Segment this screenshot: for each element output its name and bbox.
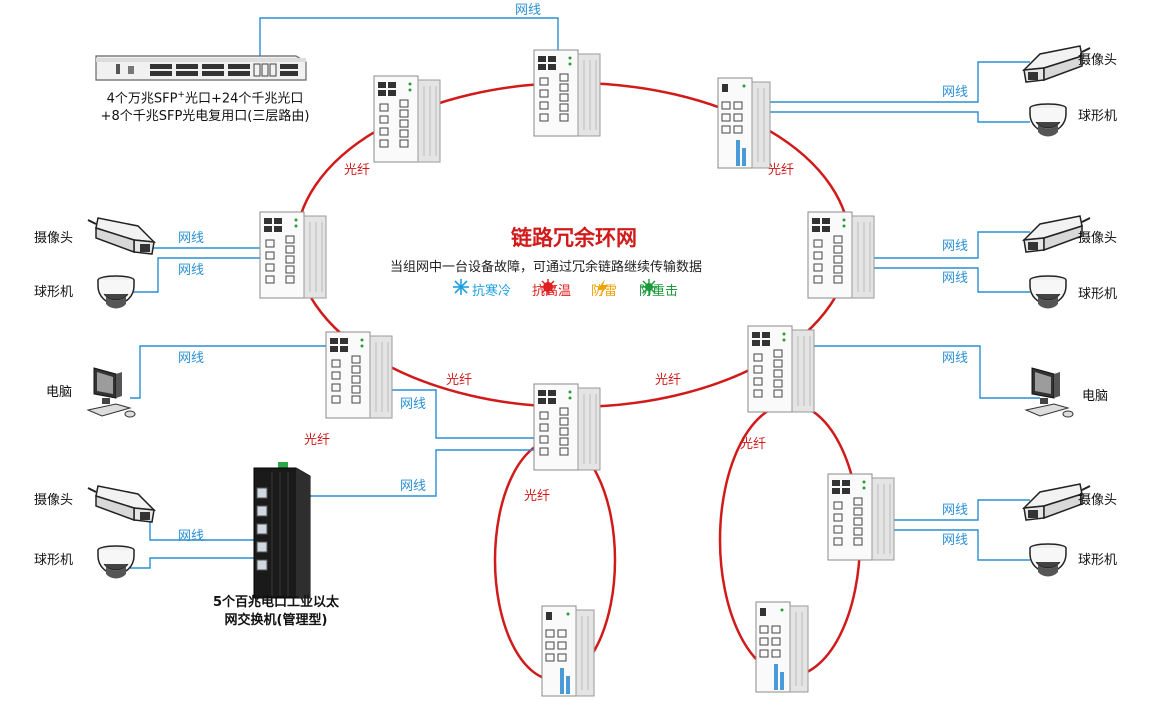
network-label: 网线	[942, 85, 969, 100]
sun-icon	[540, 279, 556, 295]
camera-icon	[87, 485, 155, 523]
fiber-label: 光纤	[446, 373, 473, 388]
feature-lightning: 防雷	[591, 284, 618, 299]
switch-top-left	[373, 75, 441, 163]
network-label: 网线	[178, 529, 205, 544]
network-lines	[100, 17, 1040, 569]
pc-icon	[1025, 367, 1074, 418]
network-label: 网线	[515, 3, 542, 18]
camera-label: 摄像头	[1078, 231, 1118, 246]
switch-bottom-right	[755, 601, 809, 693]
fiber-label: 光纤	[344, 163, 371, 178]
impact-icon	[641, 279, 657, 295]
pc-label: 电脑	[1082, 389, 1109, 404]
feature-cold: 抗寒冷	[472, 284, 512, 299]
dome-camera-icon	[97, 275, 135, 310]
managed-switch-caption: 5个百兆电口工业以太 网交换机(管理型)	[212, 595, 340, 628]
fiber-label: 光纤	[740, 437, 767, 452]
dome-label: 球形机	[1078, 553, 1118, 568]
dome-camera-icon	[97, 545, 135, 580]
fiber-label: 光纤	[304, 433, 331, 448]
managed-switch	[253, 462, 311, 599]
camera-label: 摄像头	[1078, 53, 1118, 68]
network-label: 网线	[178, 351, 205, 366]
switch-left	[259, 211, 327, 299]
network-label: 网线	[942, 533, 969, 548]
feature-heat: 抗高温	[532, 284, 572, 299]
camera-icon	[87, 217, 155, 255]
switch-center-bottom	[533, 383, 601, 471]
network-label: 网线	[942, 351, 969, 366]
feature-row: 抗寒冷 抗高温 防雷 防重击	[472, 280, 678, 299]
lightning-icon	[598, 279, 608, 297]
switch-top-right	[717, 77, 771, 169]
network-label: 网线	[400, 479, 427, 494]
dome-camera-icon	[1029, 275, 1067, 310]
dome-camera-icon	[1029, 543, 1067, 578]
pc-label: 电脑	[46, 385, 73, 400]
pc-icon	[87, 367, 136, 418]
core-switch-caption: 4个万兆SFP+光口+24个千兆光口 +8个千兆SFP光电复用口(三层路由)	[100, 90, 310, 125]
network-label: 网线	[178, 231, 205, 246]
switch-bottom-left	[541, 605, 595, 697]
camera-label: 摄像头	[34, 231, 74, 246]
fiber-label: 光纤	[524, 489, 551, 504]
dome-label: 球形机	[34, 285, 74, 300]
diagram-subtitle: 当组网中一台设备故障，可通过冗余链路继续传输数据	[390, 260, 703, 275]
switch-right	[807, 211, 875, 299]
network-label: 网线	[942, 239, 969, 254]
switch-top-center	[533, 49, 601, 137]
core-rack-switch	[95, 55, 307, 81]
dome-label: 球形机	[1078, 287, 1118, 302]
camera-label: 摄像头	[1078, 493, 1118, 508]
switch-mid-right	[747, 325, 815, 413]
camera-label: 摄像头	[34, 493, 74, 508]
dome-label: 球形机	[34, 553, 74, 568]
switch-lower-right	[827, 473, 895, 561]
network-label: 网线	[178, 263, 205, 278]
network-label: 网线	[942, 503, 969, 518]
dome-label: 球形机	[1078, 109, 1118, 124]
snowflake-icon	[453, 279, 469, 295]
network-label: 网线	[400, 397, 427, 412]
feature-impact: 防重击	[639, 284, 679, 299]
fiber-label: 光纤	[655, 373, 682, 388]
switch-mid-left	[325, 331, 393, 419]
dome-camera-icon	[1029, 103, 1067, 138]
diagram-title: 链路冗余环网	[511, 226, 637, 250]
fiber-label: 光纤	[768, 163, 795, 178]
network-label: 网线	[942, 271, 969, 286]
